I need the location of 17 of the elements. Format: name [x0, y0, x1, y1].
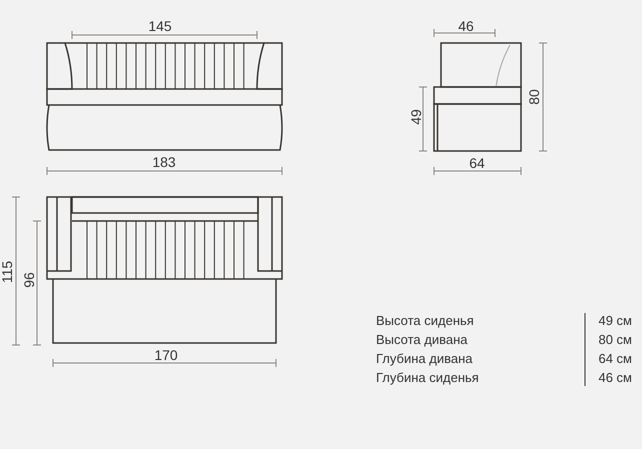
spec-name: Глубина сиденья: [376, 370, 480, 385]
spec-value: 49 см: [598, 313, 632, 328]
spec-name: Высота сиденья: [376, 313, 475, 328]
dimension-value: 80: [527, 89, 541, 105]
dimension-value: 115: [0, 260, 14, 284]
spec-value: 80 см: [598, 332, 632, 347]
dimension-value: 49: [409, 109, 423, 125]
spec-name: Глубина дивана: [376, 351, 474, 366]
spec-value: 46 см: [598, 370, 632, 385]
dimension-value: 64: [469, 156, 485, 170]
spec-name: Высота дивана: [376, 332, 469, 347]
dimension-value: 183: [152, 155, 176, 169]
dimension-value: 170: [154, 348, 178, 362]
dimension-value: 145: [148, 19, 172, 33]
dimension-value: 46: [458, 19, 474, 33]
dimension-value: 96: [22, 272, 36, 288]
spec-value: 64 см: [598, 351, 632, 366]
